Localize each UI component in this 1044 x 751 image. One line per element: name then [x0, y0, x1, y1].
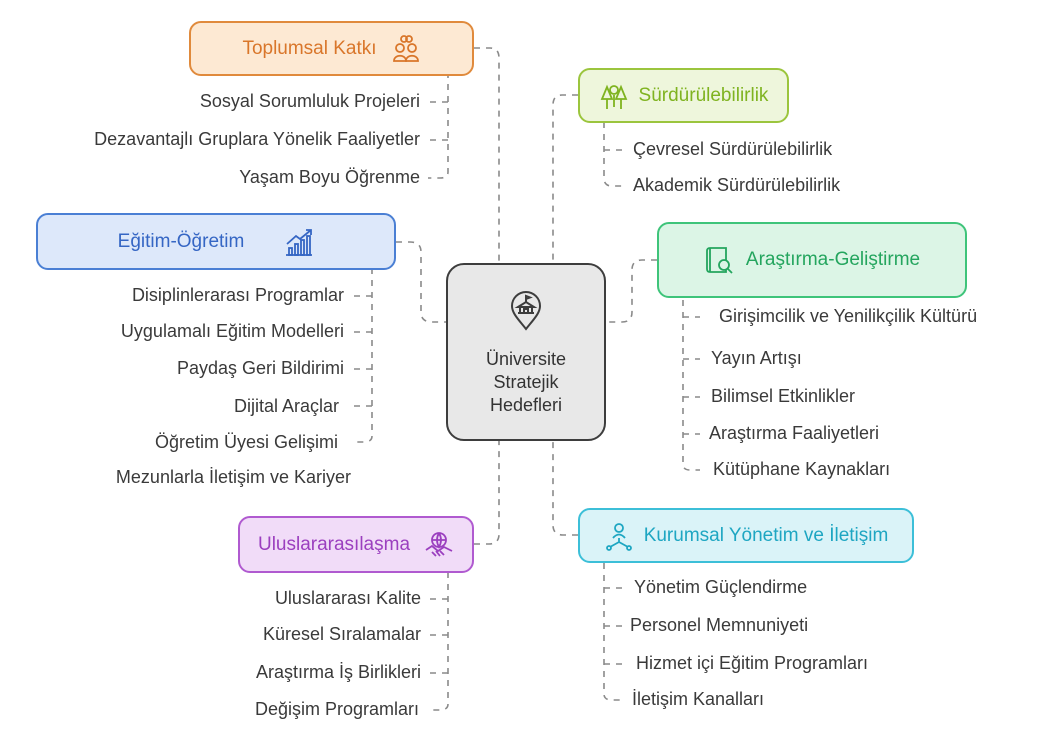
list-item: Sosyal Sorumluluk Projeleri	[199, 91, 420, 111]
list-item: Araştırma Faaliyetleri	[709, 423, 880, 443]
list-item: Bilimsel Etkinlikler	[711, 386, 856, 406]
branch-title: Kurumsal Yönetim ve İletişim	[643, 524, 889, 546]
handshake-globe-icon	[424, 530, 454, 560]
list-item: Yaşam Boyu Öğrenme	[239, 167, 420, 187]
connector-egitim	[396, 241, 446, 323]
branch-surdurulebilirlik: Sürdürülebilirlik	[578, 68, 789, 123]
list-item: Mezunlarla İletişim ve Kariyer	[115, 467, 351, 487]
branch-title: Eğitim-Öğretim	[117, 230, 245, 252]
center-title-line: Hedefleri	[489, 395, 563, 415]
branch-title: Toplumsal Katkı	[242, 37, 377, 59]
branch-arastirma-gelistirme: Araştırma-Geliştirme	[657, 222, 967, 298]
list-item: Dijital Araçlar	[233, 396, 339, 416]
list-item: Personel Memnuniyeti	[630, 615, 809, 635]
list-item: Dezavantajlı Gruplara Yönelik Faaliyetle…	[94, 129, 420, 149]
list-item: Uluslararası Kalite	[274, 588, 421, 608]
center-title-line: Üniversite	[485, 349, 567, 369]
trees-icon	[599, 81, 629, 111]
list-item: Araştırma İş Birlikleri	[255, 662, 421, 682]
list-item: Hizmet içi Eğitim Programları	[636, 653, 869, 673]
connector-toplumsal-items	[428, 72, 449, 179]
list-item: Öğretim Üyesi Gelişimi	[154, 432, 338, 452]
connector-egitim-items	[354, 268, 373, 443]
branch-uluslararasilasma: Uluslararasılaşma	[238, 516, 474, 573]
growth-chart-icon	[284, 227, 314, 257]
branch-title: Araştırma-Geliştirme	[745, 249, 921, 270]
book-search-icon	[704, 245, 734, 275]
connector-toplumsal	[474, 47, 500, 263]
university-pin-icon	[508, 291, 544, 336]
connector-arastirma-items	[682, 300, 700, 471]
center-title: Üniversite Stratejik Hedefleri	[486, 348, 566, 417]
branch-title: Sürdürülebilirlik	[638, 84, 769, 106]
network-person-icon	[604, 521, 634, 551]
connector-arastirma	[606, 259, 657, 323]
list-item: Uygulamalı Eğitim Modelleri	[120, 321, 344, 341]
center-title-line: Stratejik	[493, 372, 559, 392]
connector-surdurulebilirlik	[552, 94, 578, 263]
connector-surdurulebilirlik-items	[603, 122, 622, 187]
connector-kurumsal-items	[603, 563, 622, 701]
connector-kurumsal	[552, 441, 578, 536]
list-item: Kütüphane Kaynakları	[713, 459, 891, 479]
connector-uluslararasi	[474, 441, 500, 545]
people-icon	[391, 34, 421, 64]
list-item: Akademik Sürdürülebilirlik	[633, 175, 841, 195]
list-item: Girişimcilik ve Yenilikçilik Kültürü	[719, 306, 978, 326]
list-item: Yayın Artışı	[711, 348, 802, 368]
list-item: Çevresel Sürdürülebilirlik	[633, 139, 833, 159]
branch-egitim-ogretim: Eğitim-Öğretim	[36, 213, 396, 270]
connector-uluslararasi-items	[428, 572, 449, 711]
branch-kurumsal-yonetim: Kurumsal Yönetim ve İletişim	[578, 508, 914, 563]
branch-title: Uluslararasılaşma	[257, 533, 411, 555]
list-item: Disiplinlerarası Programlar	[131, 285, 344, 305]
center-node: Üniversite Stratejik Hedefleri	[446, 263, 606, 441]
list-item: Paydaş Geri Bildirimi	[176, 358, 344, 378]
list-item: Değişim Programları	[254, 699, 419, 719]
list-item: İletişim Kanalları	[632, 689, 765, 709]
list-item: Yönetim Güçlendirme	[634, 577, 808, 597]
list-item: Küresel Sıralamalar	[262, 624, 421, 644]
branch-toplumsal-katki: Toplumsal Katkı	[189, 21, 474, 76]
